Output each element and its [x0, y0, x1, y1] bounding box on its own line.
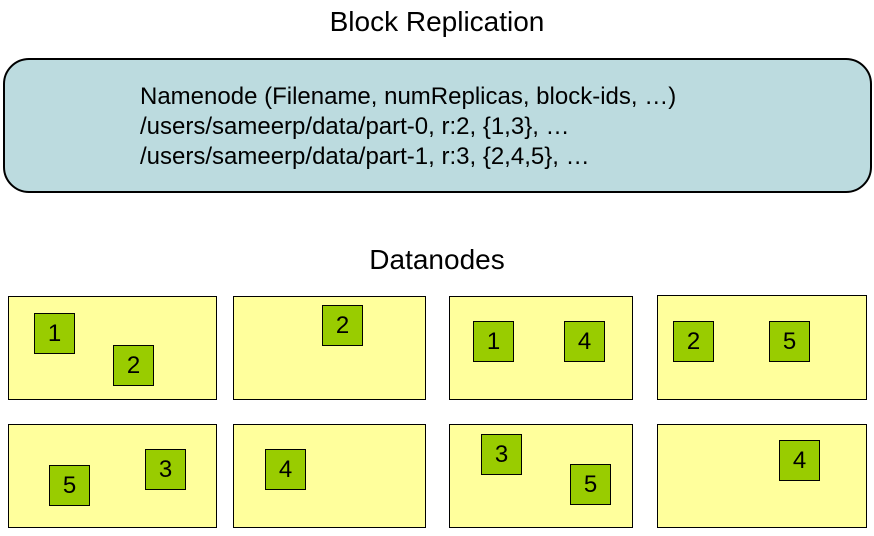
block-3: 3	[481, 434, 522, 475]
namenode-entry-part-0: /users/sameerp/data/part-0, r:2, {1,3}, …	[140, 113, 570, 140]
namenode-heading: Namenode (Filename, numReplicas, block-i…	[140, 83, 677, 110]
block-1: 1	[473, 321, 514, 362]
datanode-2: 2	[233, 296, 426, 400]
datanodes-label: Datanodes	[369, 244, 505, 275]
block-1: 1	[34, 313, 75, 354]
block-5: 5	[769, 321, 810, 362]
block-5: 5	[570, 464, 611, 505]
namenode-box: Namenode (Filename, numReplicas, block-i…	[3, 58, 872, 193]
block-2: 2	[113, 345, 154, 386]
datanode-8: 4	[657, 424, 867, 528]
block-5: 5	[49, 465, 90, 506]
block-4: 4	[779, 440, 820, 481]
datanode-6: 4	[233, 424, 426, 528]
namenode-entry-part-1: /users/sameerp/data/part-1, r:3, {2,4,5}…	[140, 143, 590, 170]
block-2: 2	[322, 305, 363, 346]
namenode-text: Namenode (Filename, numReplicas, block-i…	[140, 82, 676, 172]
diagram-title: Block Replication	[329, 6, 545, 37]
block-4: 4	[265, 449, 306, 490]
block-2: 2	[673, 321, 714, 362]
block-3: 3	[145, 449, 186, 490]
block-4: 4	[564, 321, 605, 362]
